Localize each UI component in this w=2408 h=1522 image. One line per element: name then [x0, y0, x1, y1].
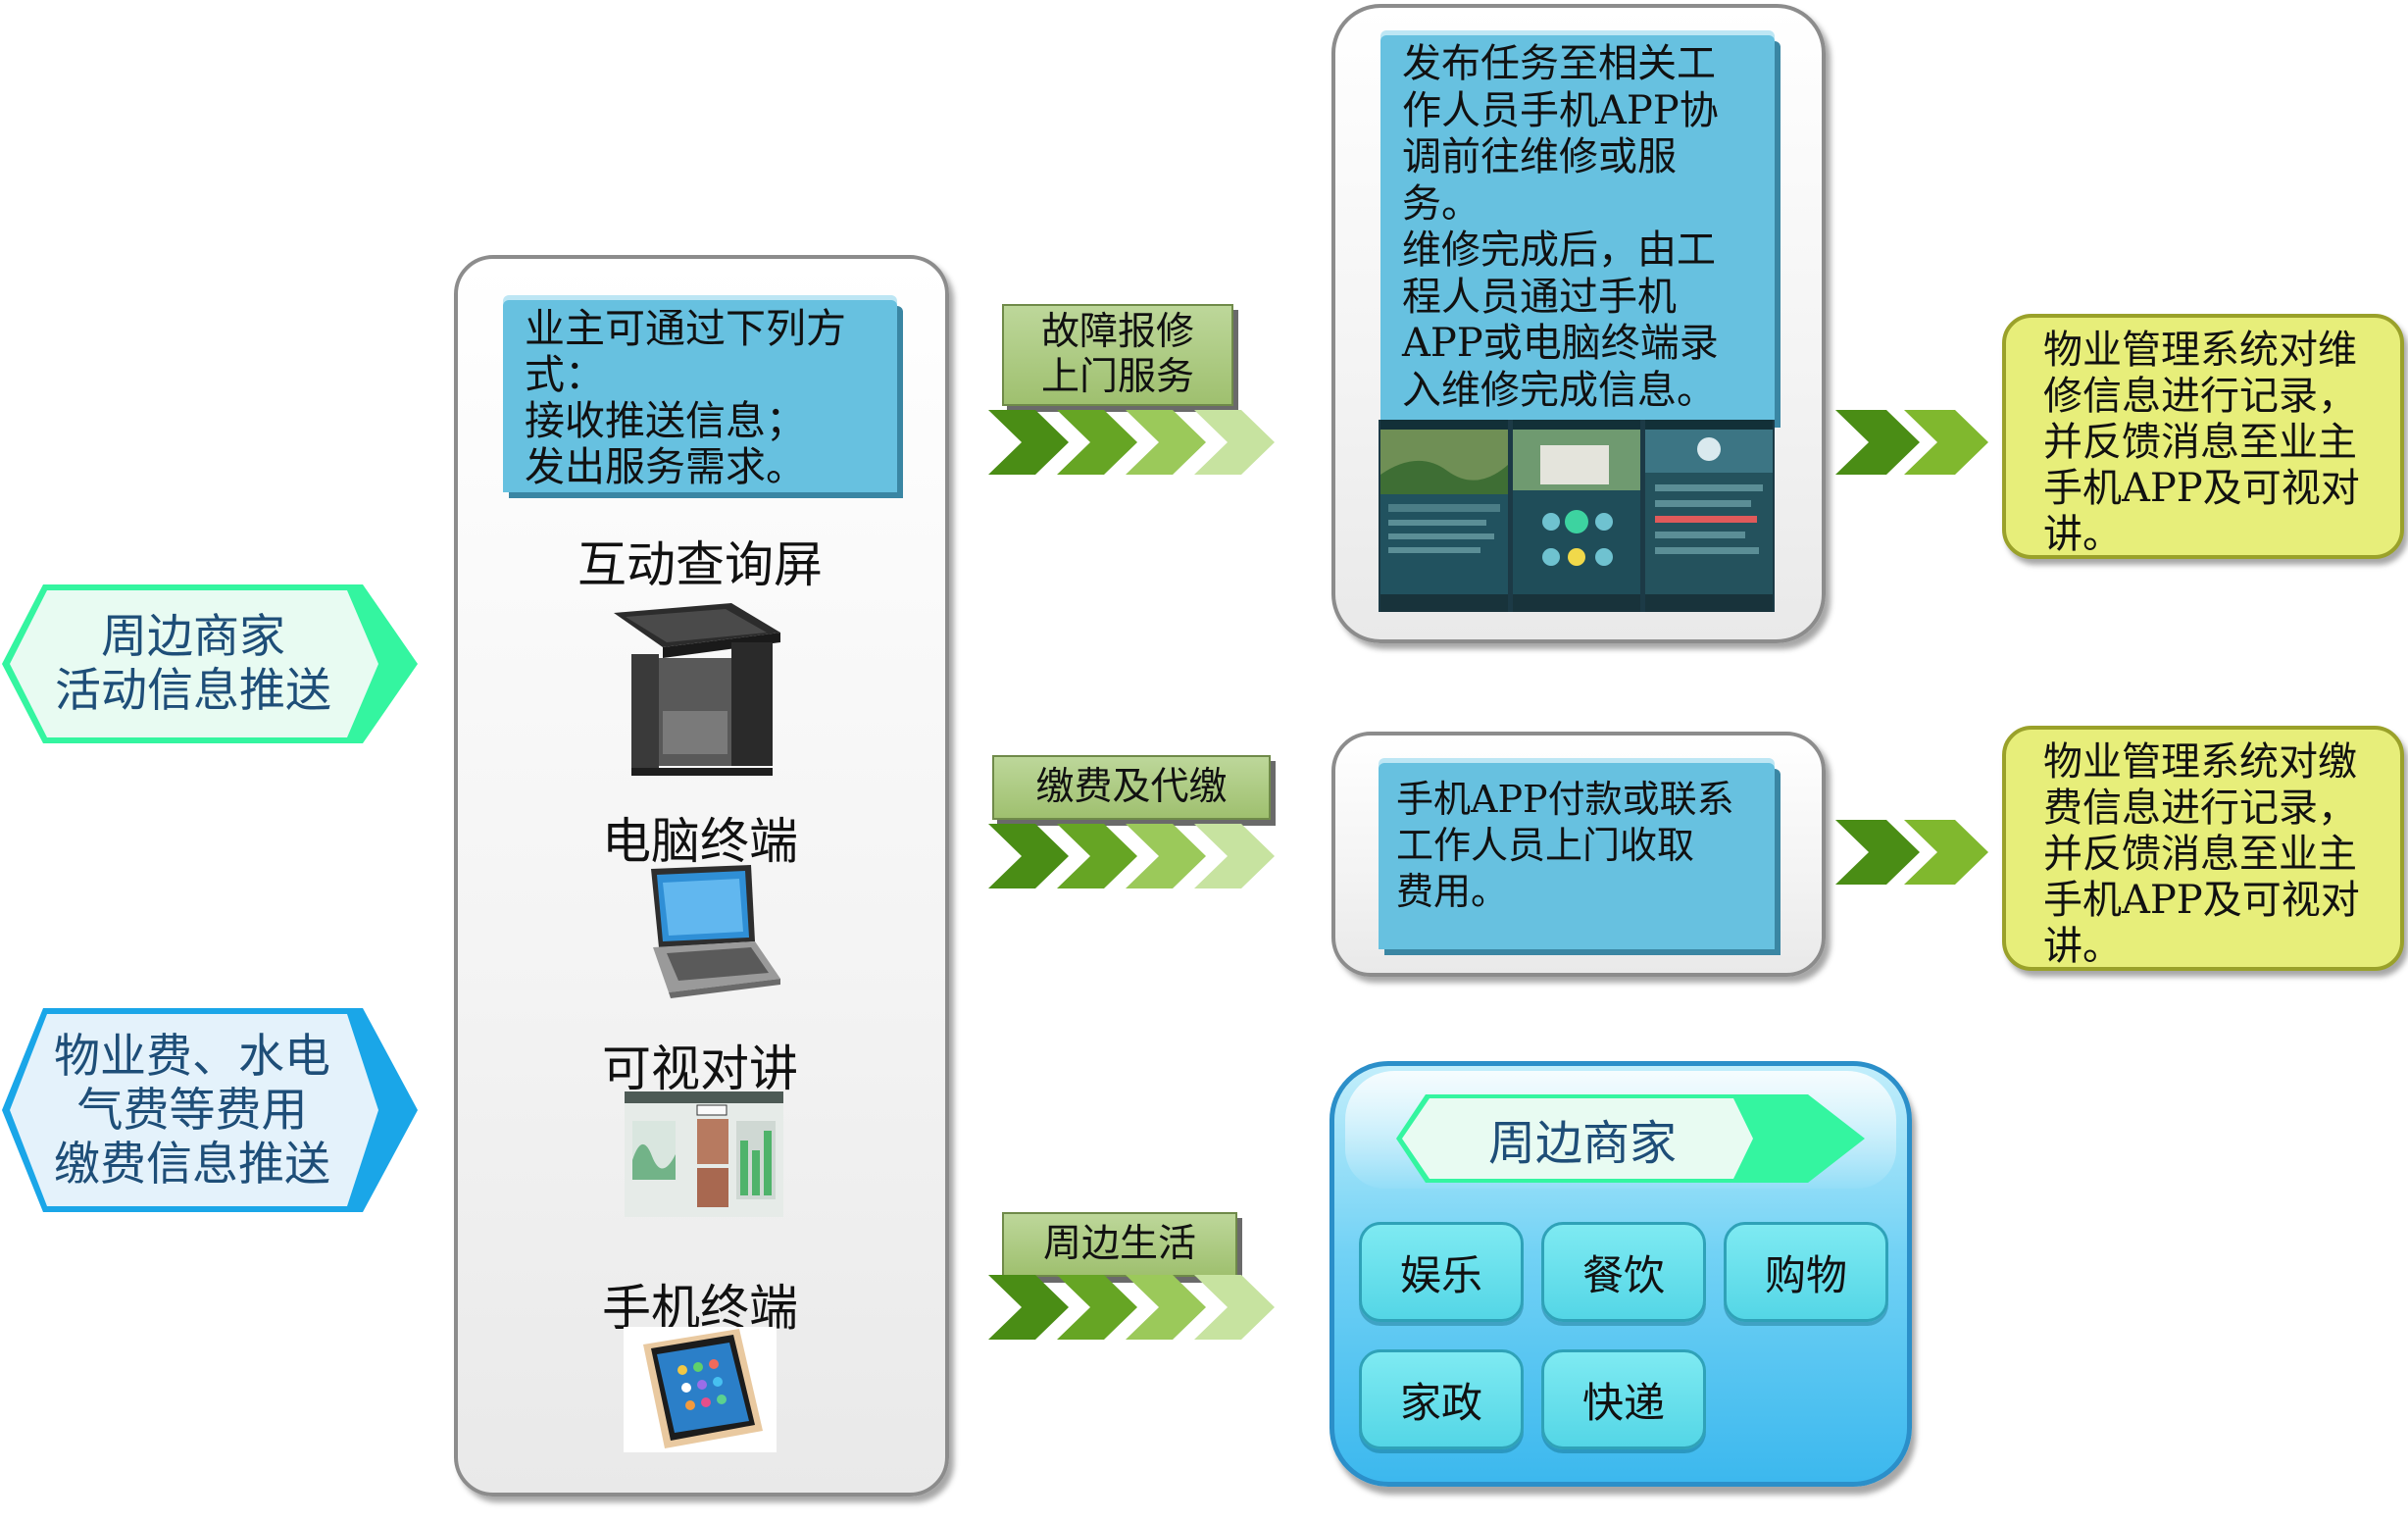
fee-push-text: 物业费、水电 气费等费用 缴费信息推送 — [54, 1029, 330, 1192]
kiosk-image — [604, 593, 790, 780]
payment-chevrons — [988, 824, 1288, 888]
merchant-push-sign: 周边商家 活动信息推送 — [2, 584, 420, 743]
payment-result-arrows — [1835, 820, 1998, 885]
payment-result-box: 物业管理系统对缴 费信息进行记录， 并反馈消息至业主 手机APP及可视对 讲。 — [2002, 726, 2404, 971]
header-sign-shape — [1396, 1094, 1865, 1183]
payment-detail-text: 手机APP付款或联系 工作人员上门收取 费用。 — [1379, 763, 1775, 949]
category-housekeeping[interactable]: 家政 — [1359, 1349, 1524, 1449]
device-title-pc: 电脑终端 — [602, 813, 798, 870]
owner-intro-box: 业主可通过下列方 式： 接收推送信息； 发出服务需求。 — [503, 300, 897, 492]
phone-image — [624, 1327, 777, 1452]
repair-result-arrows — [1835, 410, 1998, 475]
nearby-merchant-header: 周边商家 — [1396, 1094, 1867, 1183]
device-title-intercom: 可视对讲 — [602, 1040, 798, 1097]
fee-push-sign: 物业费、水电 气费等费用 缴费信息推送 — [2, 1008, 420, 1212]
device-title-kiosk: 互动查询屏 — [577, 536, 823, 593]
nearby-life-label: 周边生活 — [1002, 1212, 1237, 1277]
category-express[interactable]: 快递 — [1541, 1349, 1706, 1449]
sign-shape-green — [2, 584, 418, 743]
merchant-push-text: 周边商家 活动信息推送 — [55, 610, 331, 718]
life-chevrons — [988, 1275, 1288, 1340]
nearby-merchant-header-text: 周边商家 — [1487, 1116, 1677, 1171]
payment-label: 缴费及代缴 — [992, 755, 1271, 820]
laptop-image — [633, 863, 782, 1000]
category-dining[interactable]: 餐饮 — [1541, 1222, 1706, 1322]
category-shopping[interactable]: 购物 — [1724, 1222, 1888, 1322]
repair-detail-text: 发布任务至相关工 作人员手机APP协 调前往维修或服 务。 维修完成后，由工 程… — [1380, 35, 1775, 422]
intercom-image — [625, 1091, 783, 1217]
repair-result-box: 物业管理系统对维 修信息进行记录， 并反馈消息至业主 手机APP及可视对 讲。 — [2002, 314, 2404, 559]
sign-shape-blue — [2, 1008, 418, 1212]
repair-service-label: 故障报修 上门服务 — [1002, 304, 1233, 406]
category-entertainment[interactable]: 娱乐 — [1359, 1222, 1524, 1322]
app-screenshots — [1379, 420, 1775, 612]
repair-chevrons — [988, 410, 1288, 475]
